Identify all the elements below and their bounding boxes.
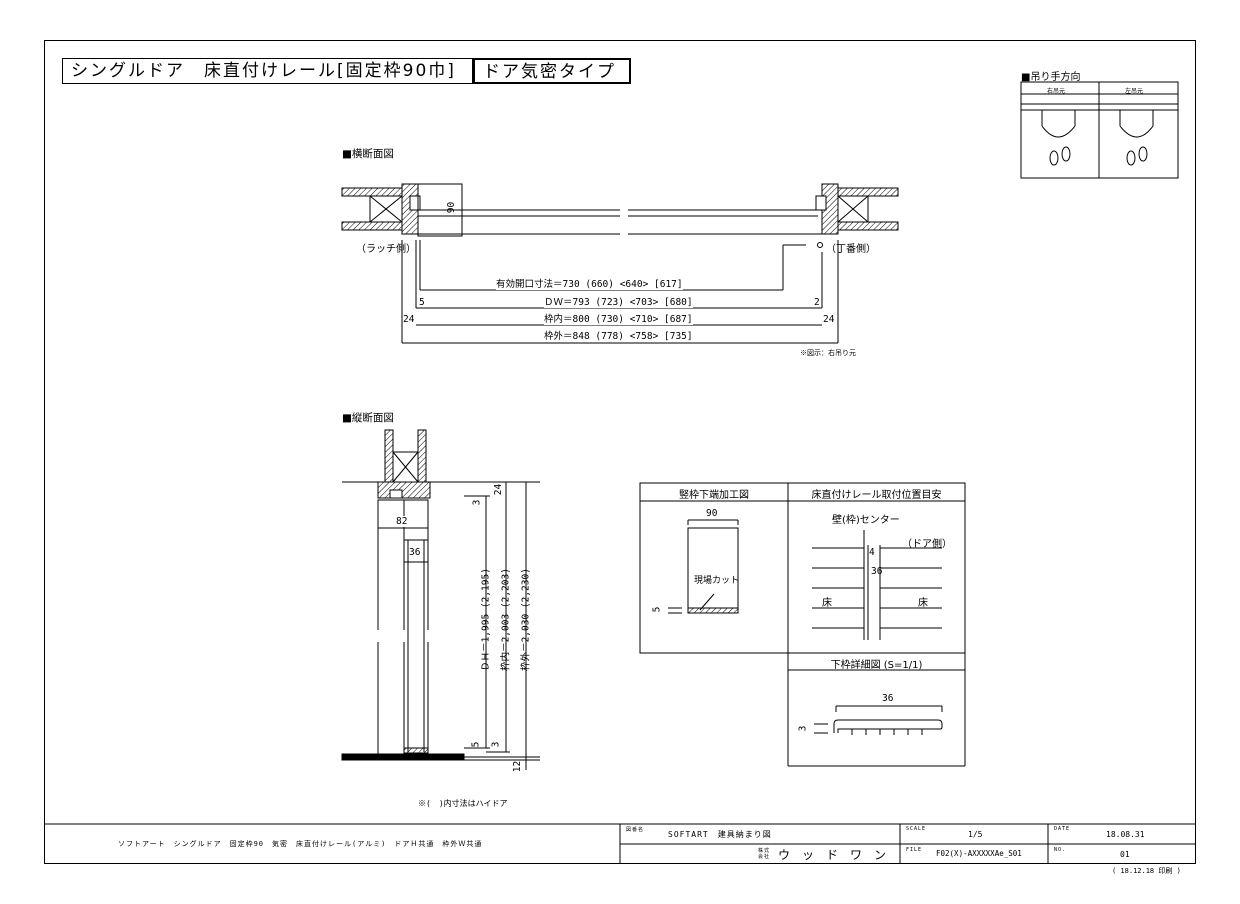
bottom-3-dim: 3 [490, 741, 502, 748]
jamb-end-title: 竪枠下端加工図 [679, 490, 749, 501]
field-cut-label: 現場カット [694, 576, 740, 586]
horizontal-section-drawing [341, 183, 899, 344]
horizontal-section-heading: ■横断面図 [342, 148, 394, 160]
scale-value: 1/5 [968, 830, 983, 839]
detail-table-grid [639, 482, 966, 767]
hinge-offset-dim: 2 [814, 297, 820, 308]
rail-offset-dim: 4 [869, 547, 875, 558]
wall-center-label: 壁(枠)センター [832, 515, 900, 526]
rail-width-dim: 36 [871, 566, 883, 577]
left-hinge-label: 左吊元 [1125, 88, 1144, 95]
date-label: DATE [1054, 826, 1071, 832]
number-value: 01 [1120, 850, 1130, 859]
vertical-section-drawing [341, 429, 540, 770]
frame-outer-height-dim: 枠外＝2,030 (2,230) [520, 568, 532, 671]
top-24-dim: 24 [493, 483, 505, 496]
latch-side-label: （ラッチ側） [356, 244, 416, 255]
top-3-dim: 3 [471, 499, 483, 506]
frame-outer-width-dim: 枠外＝848 (778) <758> [735] [544, 331, 693, 342]
file-label: FILE [906, 847, 923, 853]
company-prefix: 株式会社 [758, 848, 771, 860]
print-date: ( 18.12.18 印刷 ) [1112, 867, 1181, 875]
rail-detail-width-dim: 36 [882, 693, 894, 704]
dwg-label: 図番名 [626, 827, 645, 833]
frame-depth-dim: 90 [446, 201, 458, 214]
number-label: NO. [1054, 847, 1067, 853]
frame-left-dim: 24 [403, 314, 415, 325]
effective-opening-dim: 有効開口寸法＝730 (660) <640> [617] [496, 279, 683, 290]
rail-detail-height-dim: 3 [797, 725, 809, 732]
hinge-side-label: （丁番側） [826, 244, 876, 255]
bottom-5-dim: 5 [470, 741, 482, 748]
frame-inner-width-dim: 枠内＝800 (730) <710> [687] [544, 314, 693, 325]
bottom-12-dim: 12 [512, 760, 524, 773]
door-width-dim: ＤＷ＝793 (723) <703> [680] [544, 297, 693, 308]
file-value: F02(X)-AXXXXXAe_S01 [936, 849, 1022, 858]
bottom-rail-detail-title: 下枠詳細図 (S=1/1) [830, 660, 923, 671]
drawing-description: ソフトアート シングルドア 固定枠90 気密 床直付けレール(アルミ) ドアＨ共… [118, 840, 483, 848]
company-name: ウ ッ ド ワ ン [778, 848, 887, 862]
jamb-cut-dim: 5 [651, 606, 663, 613]
drawing-name: SOFTART 建具納まり図 [668, 830, 772, 839]
scale-label: SCALE [906, 826, 927, 832]
door-height-dim: ＤＨ＝1,995 (2,195) [480, 568, 492, 671]
floor-right-label: 床 [918, 598, 928, 609]
date-value: 18.08.31 [1106, 830, 1145, 839]
hinge-note: ※図示：右吊り元 [800, 349, 856, 357]
drawing-title: シングルドア 床直付けレール[固定枠90巾] [62, 58, 473, 84]
width-36-dim: 36 [409, 547, 421, 558]
width-82-dim: 82 [396, 516, 408, 527]
floor-left-label: 床 [822, 598, 832, 609]
swing-direction-heading: ■吊り手方向 [1021, 72, 1081, 83]
swing-direction-diagram [1020, 81, 1179, 179]
frame-right-dim: 24 [823, 314, 835, 325]
door-side-label: （ドア側） [902, 539, 952, 550]
jamb-width-dim: 90 [706, 508, 718, 519]
latch-offset-dim: 5 [419, 297, 425, 308]
title-block-grid [44, 823, 1196, 864]
drawing-subtitle: ドア気密タイプ [473, 58, 631, 84]
high-door-note: ※( )内寸法はハイドア [418, 799, 508, 808]
right-hinge-label: 右吊元 [1047, 88, 1066, 95]
frame-inner-height-dim: 枠内＝2,003 (2,203) [500, 568, 512, 671]
rail-position-title: 床直付けレール取付位置目安 [811, 490, 942, 501]
vertical-section-heading: ■縦断面図 [342, 412, 394, 424]
